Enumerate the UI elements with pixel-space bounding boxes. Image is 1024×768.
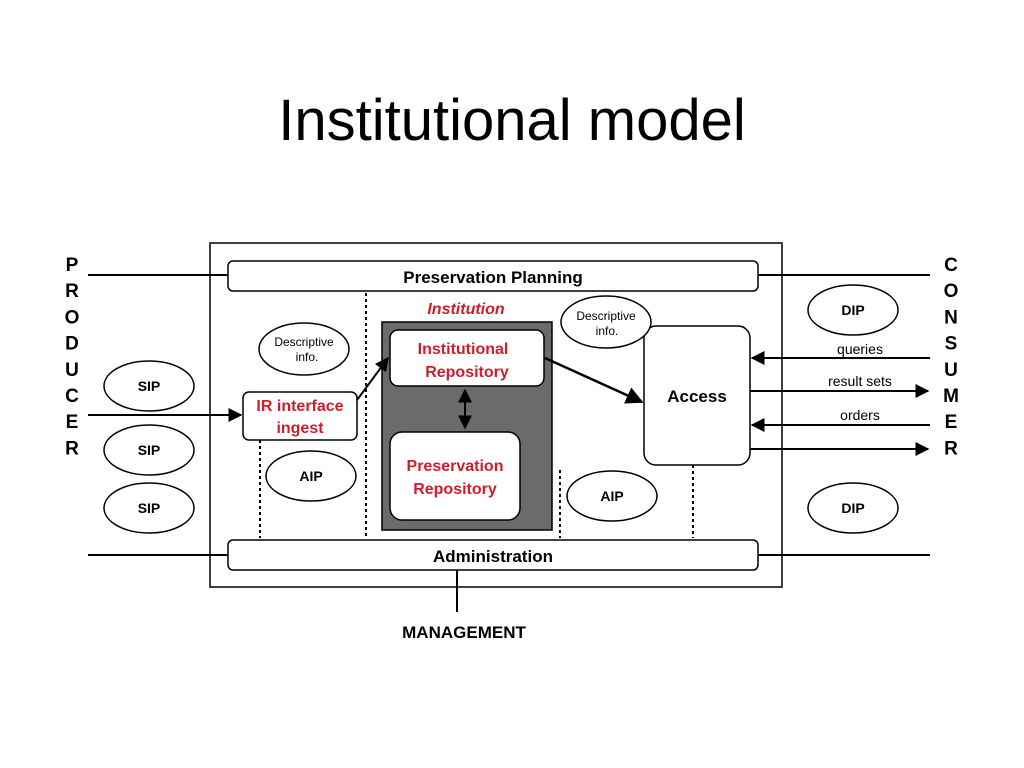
ir-interface-line2: ingest: [276, 420, 324, 437]
ingest-to-repository-arrow: [356, 356, 389, 401]
sip-ellipse-3: SIP: [103, 482, 195, 534]
dip-ellipse-bottom: DIP: [807, 482, 899, 534]
preservation-planning-label: Preservation Planning: [403, 268, 583, 287]
orders-label: orders: [840, 407, 880, 423]
preservation-repository-box: Preservation Repository: [389, 431, 521, 521]
aip-ellipse-right: AIP: [566, 470, 658, 522]
descriptive-info-ellipse-left: Descriptive info.: [258, 322, 350, 376]
aip-label-left: AIP: [299, 468, 322, 484]
institution-label: Institution: [427, 301, 505, 318]
consumer-letter-5: M: [943, 386, 959, 407]
sip-label-1: SIP: [138, 378, 161, 394]
management-label: MANAGEMENT: [402, 623, 526, 642]
producer-letter-3: D: [65, 334, 79, 355]
institutional-repository-box: Institutional Repository: [389, 329, 545, 387]
institutional-repository-line2: Repository: [425, 364, 509, 381]
ir-interface-ingest-box: IR interface ingest: [242, 391, 358, 441]
sip-ellipse-2: SIP: [103, 424, 195, 476]
consumer-letter-3: S: [945, 334, 958, 355]
producer-letter-0: P: [66, 255, 79, 276]
sip-ellipse-1: SIP: [103, 360, 195, 412]
slide-title: Institutional model: [278, 88, 746, 153]
preservation-planning-bar: Preservation Planning: [227, 260, 759, 292]
producer-letter-4: U: [65, 360, 79, 381]
descriptive-info-left-line2: info.: [296, 350, 319, 364]
consumer-letter-6: E: [945, 412, 958, 433]
administration-bar: Administration: [227, 539, 759, 571]
consumer-letter-2: N: [944, 307, 958, 328]
descriptive-info-right-line1: Descriptive: [576, 309, 636, 323]
preservation-repository-line2: Repository: [413, 481, 497, 498]
producer-letter-7: R: [65, 438, 79, 459]
repository-to-access-arrow: [544, 356, 644, 404]
access-box: Access: [643, 325, 751, 466]
descriptive-info-ellipse-right: Descriptive info.: [560, 295, 652, 349]
institutional-repository-line1: Institutional: [418, 341, 509, 358]
queries-label: queries: [837, 341, 883, 357]
dip-ellipse-top: DIP: [807, 284, 899, 336]
dip-label-top: DIP: [841, 302, 864, 318]
producer-letter-6: E: [66, 412, 79, 433]
descriptive-info-left-line1: Descriptive: [274, 335, 334, 349]
aip-label-right: AIP: [600, 488, 623, 504]
descriptive-info-right-line2: info.: [596, 324, 619, 338]
consumer-letter-0: C: [944, 255, 958, 276]
producer-letter-1: R: [65, 281, 79, 302]
consumer-letter-7: R: [944, 438, 958, 459]
preservation-repository-line1: Preservation: [407, 458, 504, 475]
result-sets-label: result sets: [828, 373, 892, 389]
aip-ellipse-left: AIP: [265, 450, 357, 502]
consumer-letter-4: U: [944, 360, 958, 381]
administration-label: Administration: [433, 547, 553, 566]
producer-letter-2: O: [65, 307, 80, 328]
sip-label-3: SIP: [138, 500, 161, 516]
ir-interface-line1: IR interface: [256, 398, 343, 415]
producer-letter-5: C: [65, 386, 79, 407]
access-label: Access: [667, 387, 727, 406]
consumer-letter-1: O: [944, 281, 959, 302]
sip-label-2: SIP: [138, 442, 161, 458]
dip-label-bottom: DIP: [841, 500, 864, 516]
